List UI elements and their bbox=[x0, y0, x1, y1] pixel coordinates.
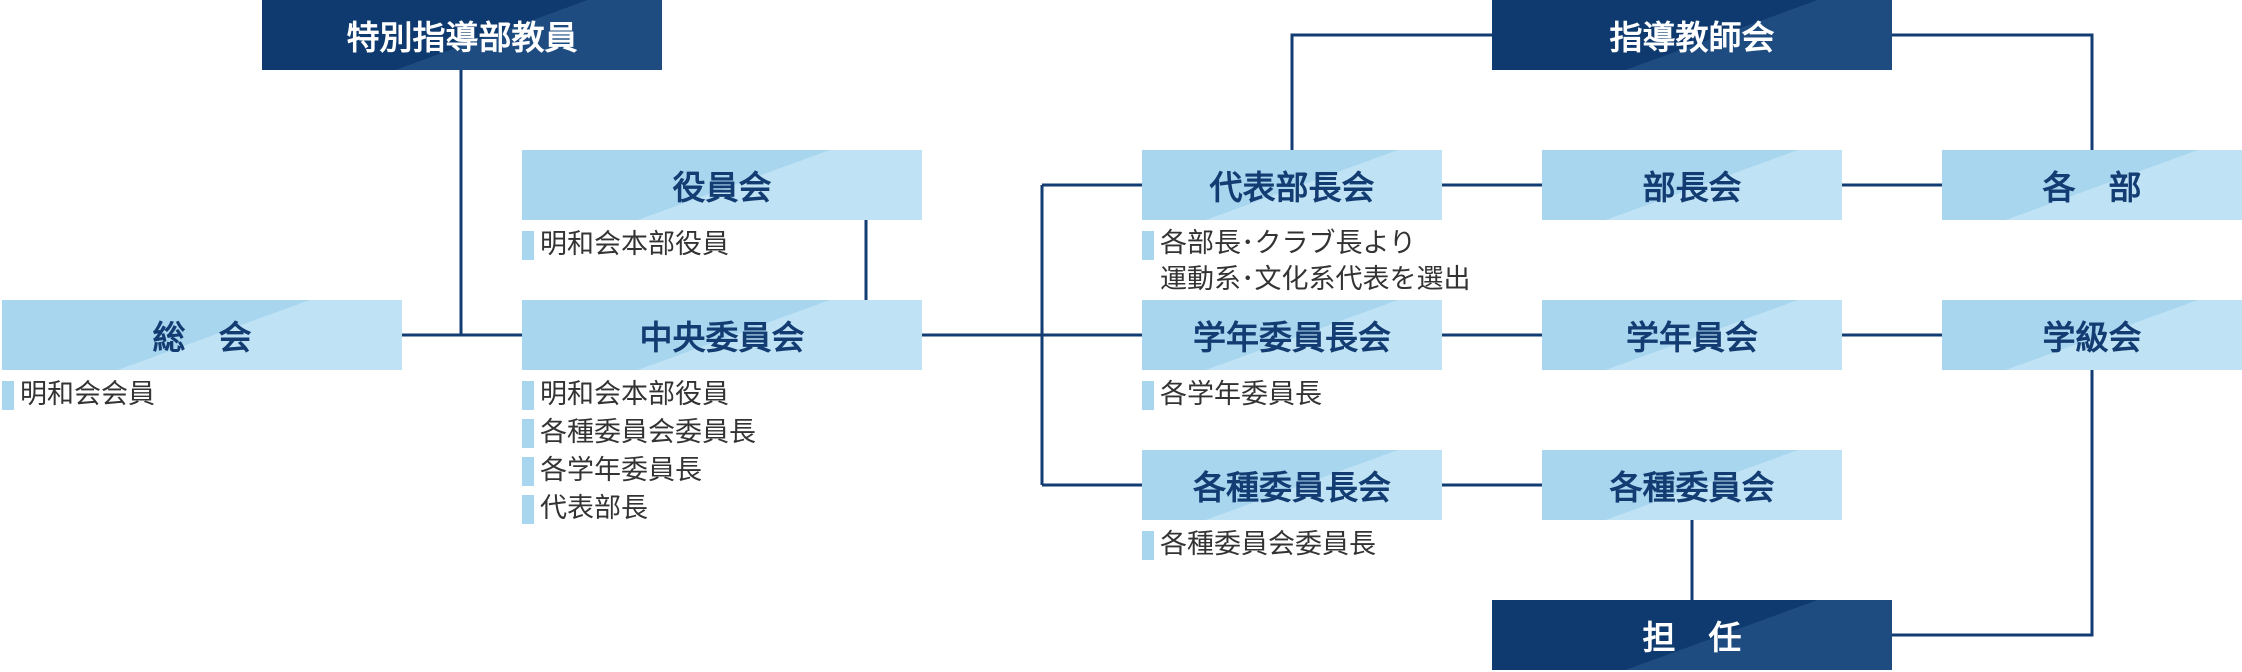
kakushu-iincho-kai-notes: 各種委員会委員長 bbox=[1142, 526, 1376, 564]
connector-shido-loop bbox=[1290, 33, 1492, 150]
note-item: 代表部長 bbox=[522, 490, 756, 528]
note-item: 各学年委員長 bbox=[1142, 376, 1322, 414]
chuo-iin-kai-box: 中央委員会 bbox=[522, 300, 922, 370]
daihyo-bucho-kai-box: 代表部長会 bbox=[1142, 150, 1442, 220]
kakushu-iin-kai-box: 各種委員会 bbox=[1542, 450, 1842, 520]
note-line: 各部長･クラブ長より bbox=[1160, 228, 1416, 259]
note-item: 各種委員会委員長 bbox=[1142, 526, 1376, 564]
note-item: 明和会会員 bbox=[2, 376, 155, 414]
note-item: 各学年委員長 bbox=[522, 452, 756, 490]
shido-kyoshi-kai-box: 指導教師会 bbox=[1492, 0, 1892, 70]
sokai-box: 総 会 bbox=[2, 300, 402, 370]
note-item: 明和会本部役員 bbox=[522, 376, 756, 414]
note-item: 明和会本部役員 bbox=[522, 226, 729, 264]
tannin-box: 担 任 bbox=[1492, 600, 1892, 670]
yakuin-kai-box: 役員会 bbox=[522, 150, 922, 220]
daihyo-bucho-kai-notes: 各部長･クラブ長より 運動系･文化系代表を選出 bbox=[1142, 226, 2242, 298]
yakuin-kai-notes: 明和会本部役員 bbox=[522, 226, 729, 264]
sokai-notes: 明和会会員 bbox=[2, 376, 155, 414]
tokubetsu-shido-bu-kyoin-box: 特別指導部教員 bbox=[262, 0, 662, 70]
gakkyu-kai-box: 学級会 bbox=[1942, 300, 2242, 370]
note-line: 運動系･文化系代表を選出 bbox=[1160, 264, 1471, 295]
gakunen-iincho-kai-notes: 各学年委員長 bbox=[1142, 376, 1322, 414]
kakushu-iincho-kai-box: 各種委員長会 bbox=[1142, 450, 1442, 520]
note-marker bbox=[1142, 231, 1154, 260]
chuo-iin-kai-notes: 明和会本部役員 各種委員会委員長 各学年委員長 代表部長 bbox=[522, 376, 756, 528]
gakunen-in-kai-box: 学年員会 bbox=[1542, 300, 1842, 370]
connector-gakkyu-tannin bbox=[1892, 370, 2094, 637]
gakunen-iincho-kai-box: 学年委員長会 bbox=[1142, 300, 1442, 370]
bucho-kai-box: 部長会 bbox=[1542, 150, 1842, 220]
note-item: 各種委員会委員長 bbox=[522, 414, 756, 452]
kakubu-box: 各 部 bbox=[1942, 150, 2242, 220]
connector-shido-kakubu bbox=[1892, 33, 2094, 150]
